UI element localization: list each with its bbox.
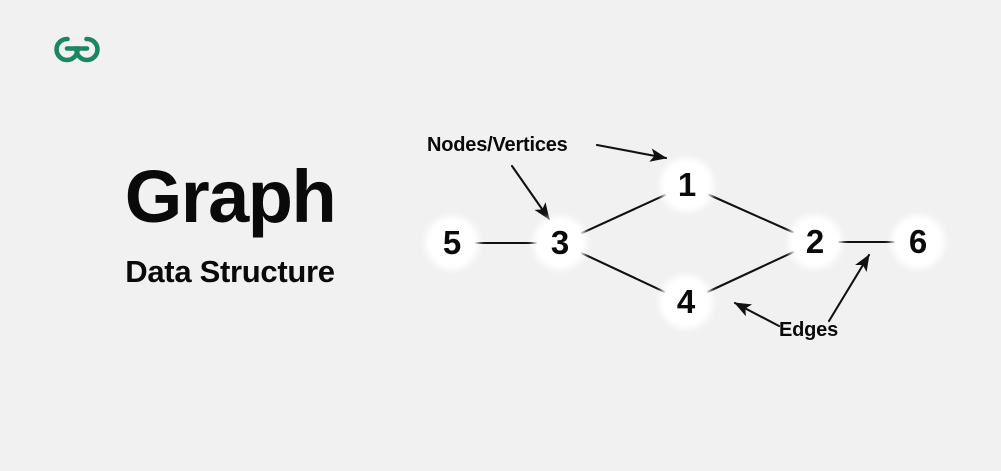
annotation-label-nodes-vertices: Nodes/Vertices	[427, 134, 568, 156]
title-block: Graph Data Structure	[0, 155, 460, 289]
page-subtitle: Data Structure	[125, 254, 335, 289]
page-title: Graph	[124, 155, 337, 238]
graph-edge-lines	[474, 193, 896, 293]
graph-node-label: 6	[908, 223, 928, 260]
annotation-label-edges: Edges	[779, 319, 839, 341]
graph-edge-3-1	[580, 193, 667, 235]
graph-node-label: 2	[805, 223, 825, 260]
graph-node-2[interactable]: 2	[793, 220, 837, 264]
annotation-arrow-nodes-vertices-2	[510, 164, 551, 221]
graph-edges-layer	[474, 143, 896, 328]
graph-node-label: 4	[676, 283, 696, 320]
graph-node-3[interactable]: 3	[538, 221, 582, 265]
logo-icon	[54, 36, 100, 63]
graph-edge-1-2	[707, 193, 795, 234]
graph-edge-3-4	[580, 252, 666, 293]
graph-edge-4-2	[706, 251, 795, 293]
graph-node-1[interactable]: 1	[665, 163, 709, 207]
graph-node-6[interactable]: 6	[896, 220, 940, 264]
annotation-arrow-edges-1	[733, 301, 781, 328]
annotation-arrow-nodes-vertices-1	[595, 143, 668, 162]
graph-node-label: 5	[442, 224, 462, 261]
graph-node-label: 3	[550, 224, 570, 261]
graph-node-label: 1	[677, 166, 697, 203]
geeksforgeeks-logo	[46, 30, 108, 66]
graph-node-4[interactable]: 4	[664, 280, 708, 324]
graph-node-5[interactable]: 5	[430, 221, 474, 265]
annotation-arrows	[510, 143, 871, 328]
annotation-arrow-edges-2	[827, 253, 871, 323]
